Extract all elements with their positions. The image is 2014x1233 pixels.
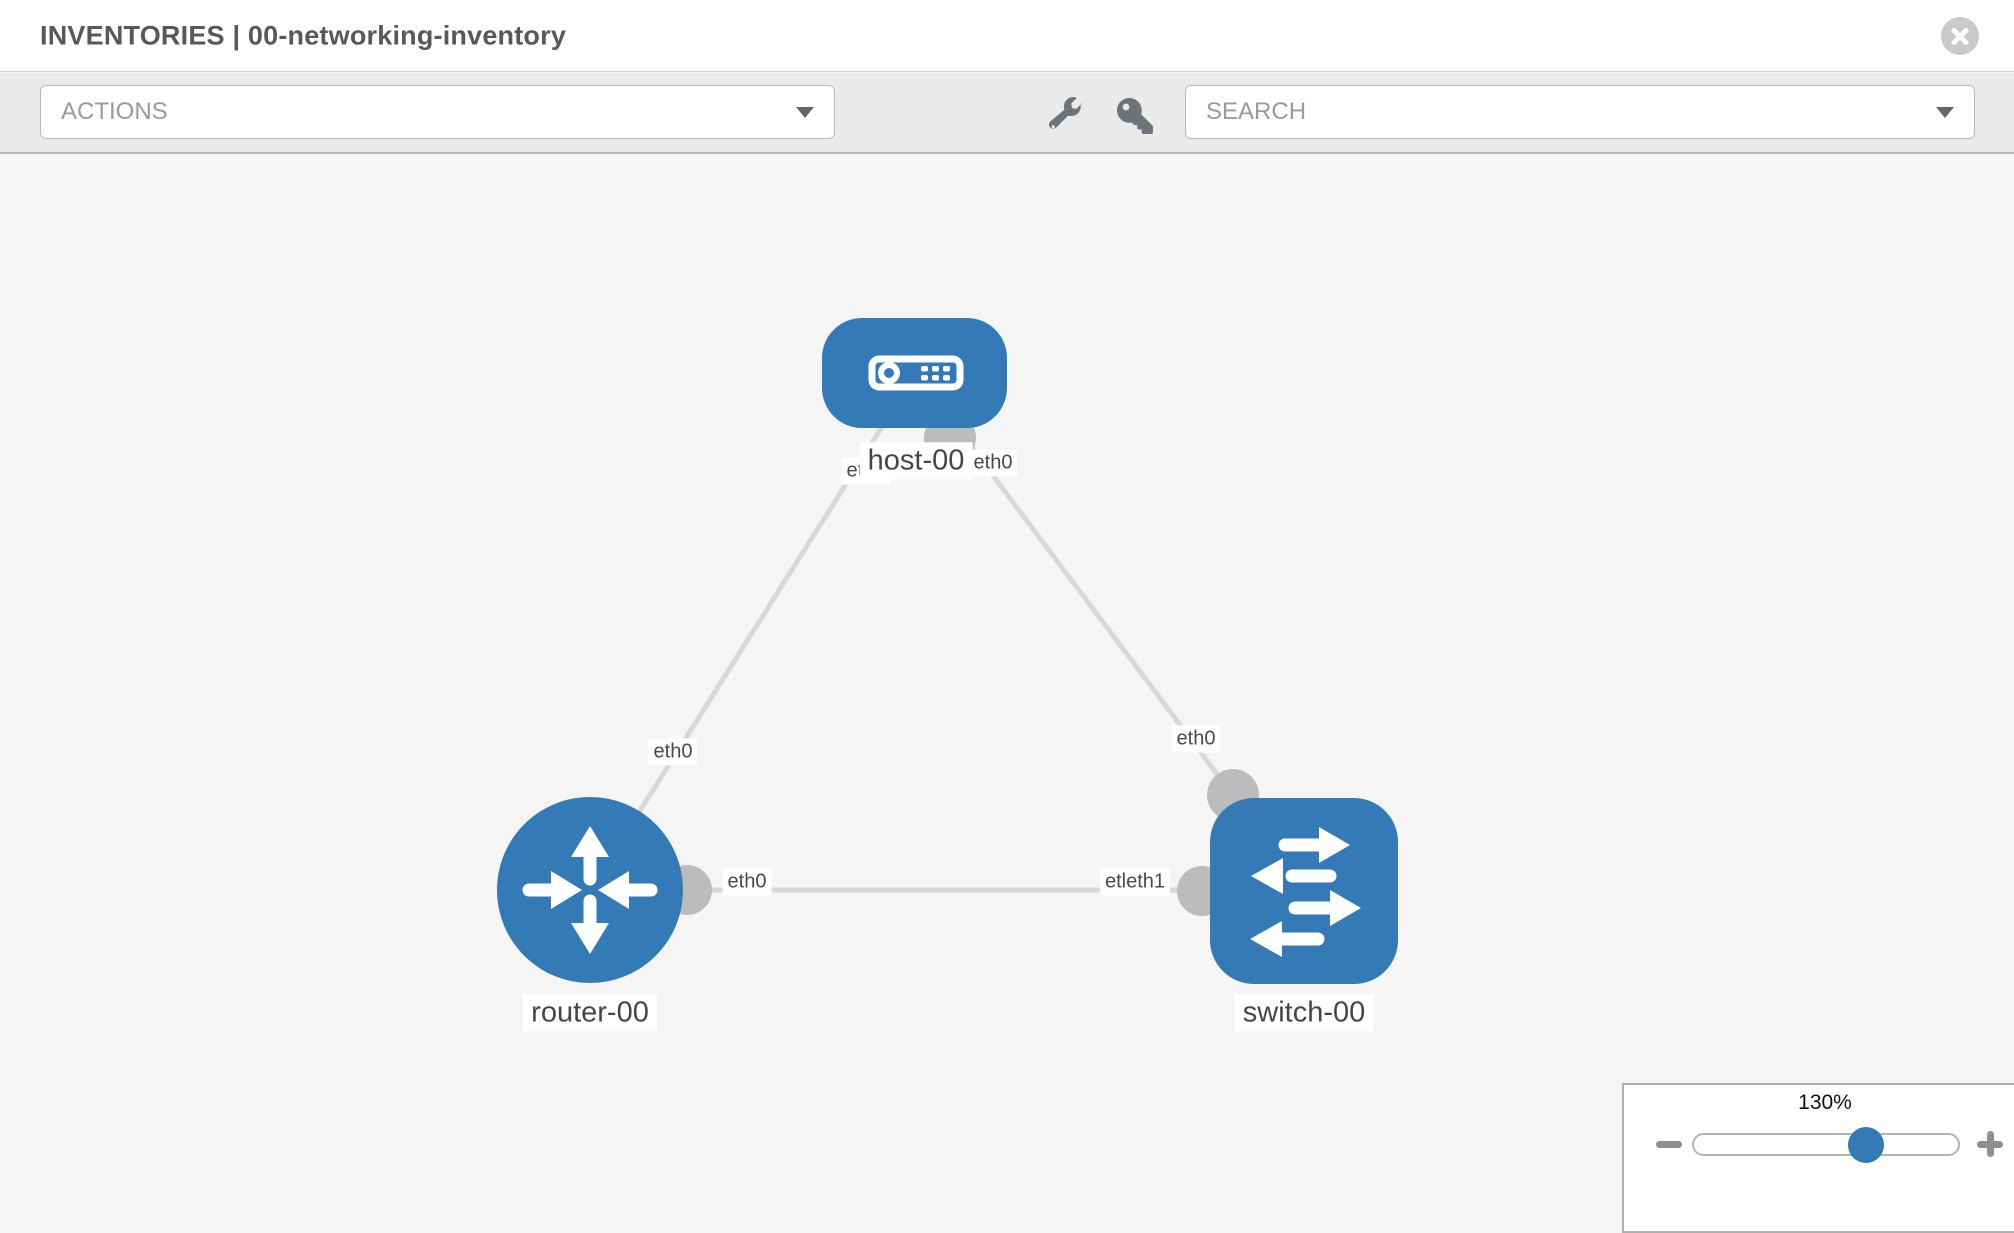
actions-dropdown-label: ACTIONS	[61, 98, 168, 125]
close-icon[interactable]	[1941, 17, 1979, 55]
plus-icon[interactable]	[1977, 1131, 2003, 1157]
node-router-00[interactable]	[497, 797, 683, 983]
interface-label: eth0	[1171, 725, 1221, 753]
actions-dropdown[interactable]: ACTIONS	[40, 85, 835, 139]
key-icon[interactable]	[1117, 98, 1153, 134]
topology-labels: eth0 eth0 eth0 eth0 eth0 etleth1 host-00…	[523, 442, 1374, 1032]
interface-label: eth0	[722, 868, 772, 896]
topology-graph	[497, 318, 1398, 984]
interface-label: eth0	[968, 449, 1018, 477]
topology-canvas[interactable]	[0, 155, 2014, 1200]
toolbar: ACTIONS SEARCH	[0, 73, 2014, 154]
server-icon	[868, 355, 964, 391]
panel-header: INVENTORIES | 00-networking-inventory	[0, 0, 2014, 72]
search-dropdown-label: SEARCH	[1206, 98, 1307, 125]
minus-icon[interactable]	[1656, 1131, 1682, 1157]
switch-arrows-icon	[1250, 827, 1361, 957]
chevron-down-icon	[1936, 106, 1954, 118]
zoom-slider-track[interactable]	[1692, 1127, 1960, 1163]
zoom-level: 130%	[1798, 1091, 1852, 1114]
zoom-slider-handle[interactable]	[1848, 1127, 1884, 1163]
minus-bar	[1656, 1141, 1682, 1148]
router-arrows-icon	[522, 826, 658, 954]
chevron-down-icon	[796, 106, 814, 118]
page-title: INVENTORIES | 00-networking-inventory	[40, 20, 567, 50]
node-host-00[interactable]	[822, 318, 1007, 428]
node-switch-00[interactable]	[1210, 798, 1398, 984]
node-label-router: router-00	[523, 994, 657, 1032]
node-label-switch: switch-00	[1234, 994, 1374, 1032]
wrench-icon[interactable]	[1049, 97, 1083, 131]
search-dropdown[interactable]: SEARCH	[1185, 85, 1975, 139]
zoom-control-panel: 130%	[1622, 1083, 2014, 1233]
node-label-host: host-00	[859, 442, 973, 480]
interface-label: etleth1	[1099, 868, 1171, 896]
interface-label: eth0	[648, 738, 698, 766]
plus-bar	[1987, 1131, 1994, 1157]
